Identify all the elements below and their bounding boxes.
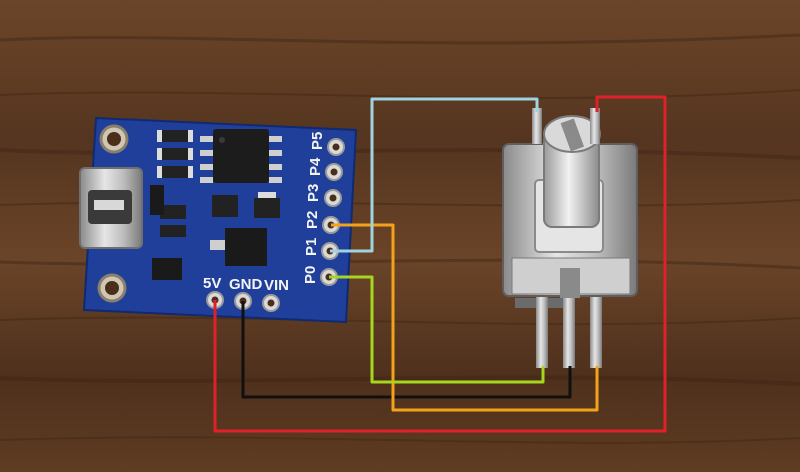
digispark-board: P5 P4 P3 P2 P1 P0 5V GND VIN xyxy=(79,116,358,324)
attiny-chip xyxy=(200,129,282,183)
smd-components xyxy=(150,130,280,280)
pin-label-p1: P1 xyxy=(303,238,320,256)
pin-label-p5: P5 xyxy=(309,132,326,150)
encoder-top-right-pin xyxy=(590,108,600,144)
power-label-gnd: GND xyxy=(229,276,263,293)
rotary-encoder xyxy=(502,108,638,368)
pin-label-p3: P3 xyxy=(305,184,322,202)
encoder-middle-pin xyxy=(563,296,575,368)
wires xyxy=(213,95,667,433)
micro-usb-connector xyxy=(79,167,143,249)
power-label-vin: VIN xyxy=(264,277,289,294)
pin-label-p0: P0 xyxy=(302,266,319,284)
wire-red xyxy=(213,95,667,433)
wire-black xyxy=(241,301,572,399)
pin-label-p4: P4 xyxy=(307,157,324,176)
wire-green xyxy=(329,275,545,384)
pin-label-p2: P2 xyxy=(304,211,321,229)
encoder-top-left-pin xyxy=(532,108,542,144)
voltage-regulator xyxy=(225,228,267,266)
power-label-5v: 5V xyxy=(203,275,221,292)
wire-light-blue xyxy=(330,97,539,253)
encoder-right-pin xyxy=(590,296,602,368)
encoder-left-pin xyxy=(536,296,548,368)
